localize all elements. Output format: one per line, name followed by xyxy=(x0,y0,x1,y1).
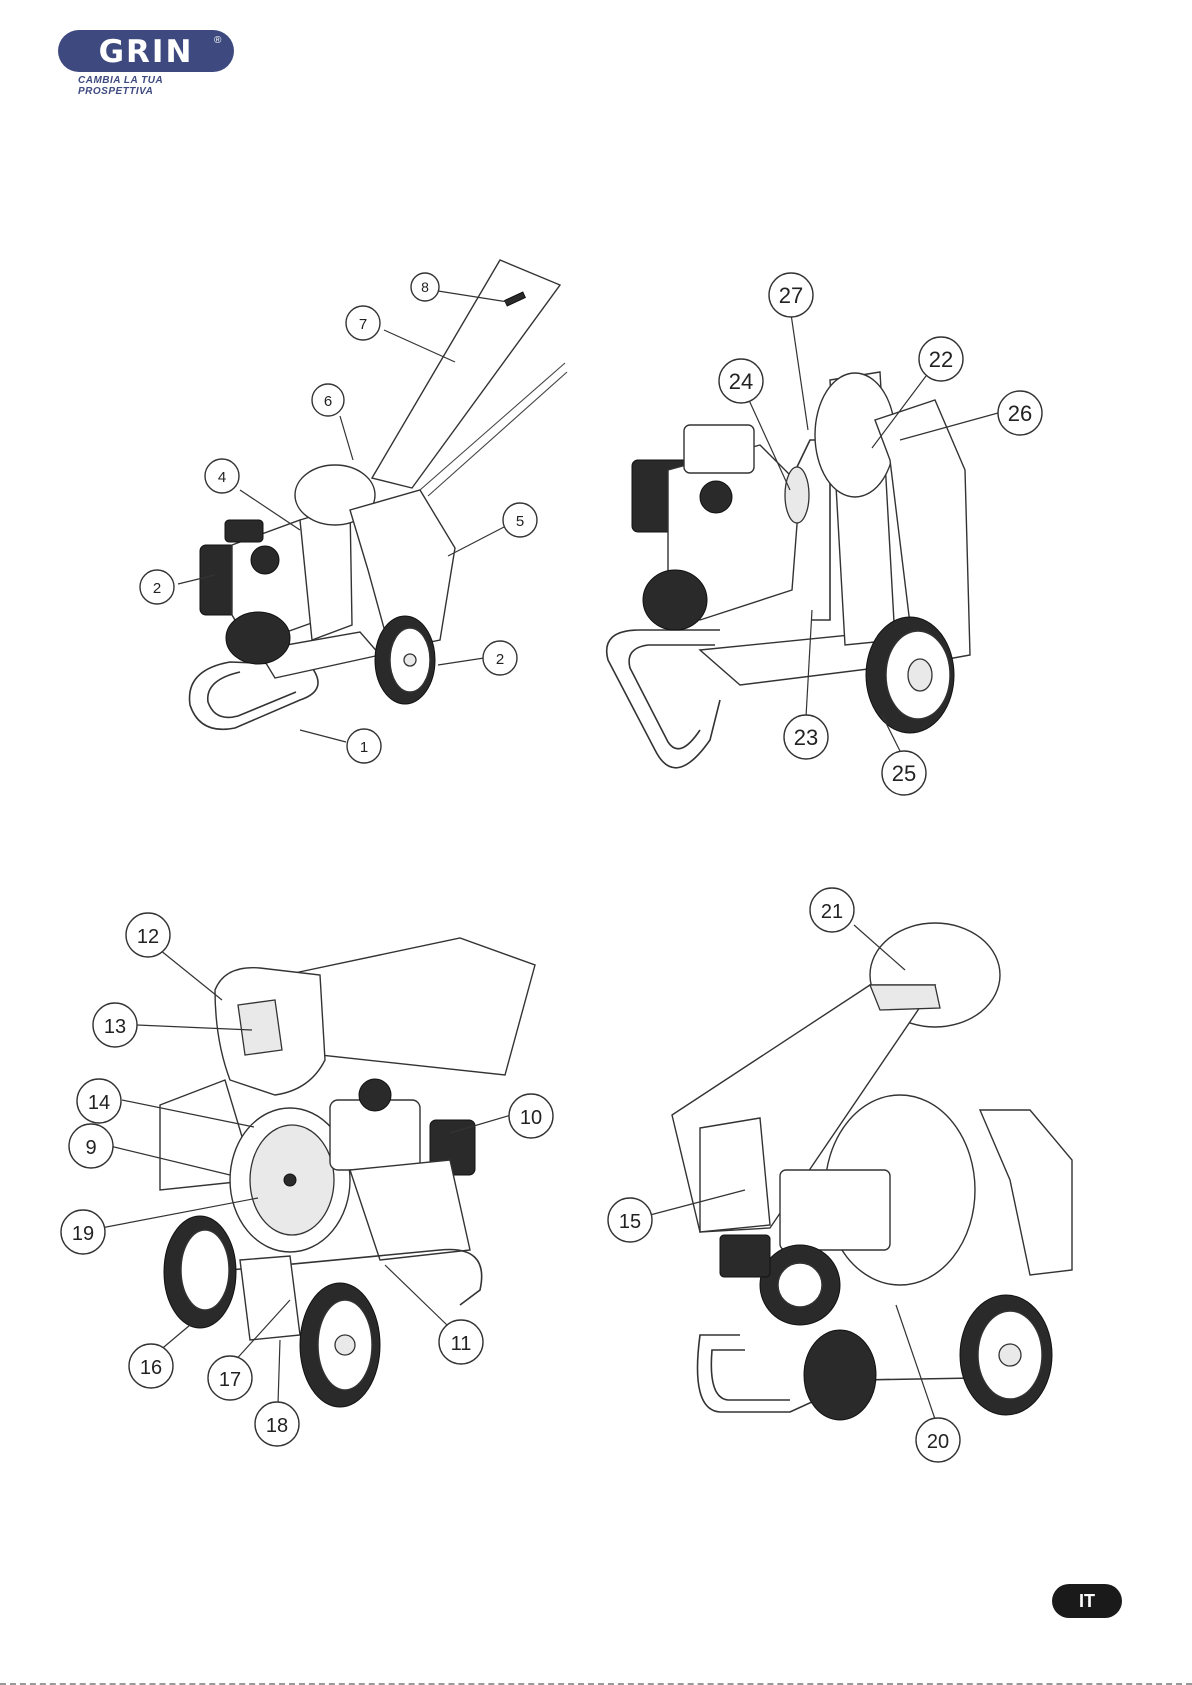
callout-9-label: 9 xyxy=(85,1137,96,1159)
callout-13: 13 xyxy=(93,1003,137,1047)
callout-2-right: 2 xyxy=(483,641,517,675)
callout-24-label: 24 xyxy=(729,369,753,394)
callout-24: 24 xyxy=(719,359,763,403)
view-2-machine xyxy=(607,372,970,768)
callout-2-left: 2 xyxy=(140,570,174,604)
callout-5-label: 5 xyxy=(516,513,524,530)
callout-21: 21 xyxy=(810,888,854,932)
callout-8-label: 8 xyxy=(421,279,429,295)
callout-18-label: 18 xyxy=(266,1415,288,1437)
callout-1: 1 xyxy=(347,729,381,763)
callout-15-label: 15 xyxy=(619,1211,641,1233)
callout-1-label: 1 xyxy=(360,739,368,756)
callout-14-label: 14 xyxy=(88,1092,110,1114)
callout-8: 8 xyxy=(411,273,439,301)
callout-6-label: 6 xyxy=(324,393,332,410)
callout-4: 4 xyxy=(205,459,239,493)
callout-7: 7 xyxy=(346,306,380,340)
callout-25-label: 25 xyxy=(892,761,916,786)
callout-2-right-label: 2 xyxy=(496,651,504,668)
callout-5: 5 xyxy=(503,503,537,537)
callout-10: 10 xyxy=(509,1094,553,1138)
callout-4-label: 4 xyxy=(218,469,226,486)
callout-26-label: 26 xyxy=(1008,401,1032,426)
callout-26: 26 xyxy=(998,391,1042,435)
callout-7-label: 7 xyxy=(359,316,367,333)
callout-20: 20 xyxy=(916,1418,960,1462)
callout-2-left-label: 2 xyxy=(153,580,161,597)
callout-16-label: 16 xyxy=(140,1357,162,1379)
callout-15: 15 xyxy=(608,1198,652,1242)
callout-6: 6 xyxy=(312,384,344,416)
callout-9: 9 xyxy=(69,1124,113,1168)
callout-18: 18 xyxy=(255,1402,299,1446)
callout-19: 19 xyxy=(61,1210,105,1254)
callout-11: 11 xyxy=(439,1320,483,1364)
callout-10-label: 10 xyxy=(520,1107,542,1129)
callout-20-label: 20 xyxy=(927,1431,949,1453)
callout-12-label: 12 xyxy=(137,926,159,948)
language-badge: IT xyxy=(1052,1584,1122,1618)
callout-23: 23 xyxy=(784,715,828,759)
callout-23-label: 23 xyxy=(794,725,818,750)
callout-11-label: 11 xyxy=(451,1333,472,1355)
callout-22-label: 22 xyxy=(929,347,953,372)
callout-14: 14 xyxy=(77,1079,121,1123)
callout-17: 17 xyxy=(208,1356,252,1400)
callout-17-label: 17 xyxy=(219,1369,241,1391)
callout-12: 12 xyxy=(126,913,170,957)
callout-21-label: 21 xyxy=(821,901,843,923)
callout-16: 16 xyxy=(129,1344,173,1388)
callout-25: 25 xyxy=(882,751,926,795)
view-4-machine xyxy=(672,923,1072,1420)
callout-27-label: 27 xyxy=(779,283,803,308)
callout-19-label: 19 xyxy=(72,1223,94,1245)
callout-27: 27 xyxy=(769,273,813,317)
callout-13-label: 13 xyxy=(104,1016,126,1038)
callout-22: 22 xyxy=(919,337,963,381)
